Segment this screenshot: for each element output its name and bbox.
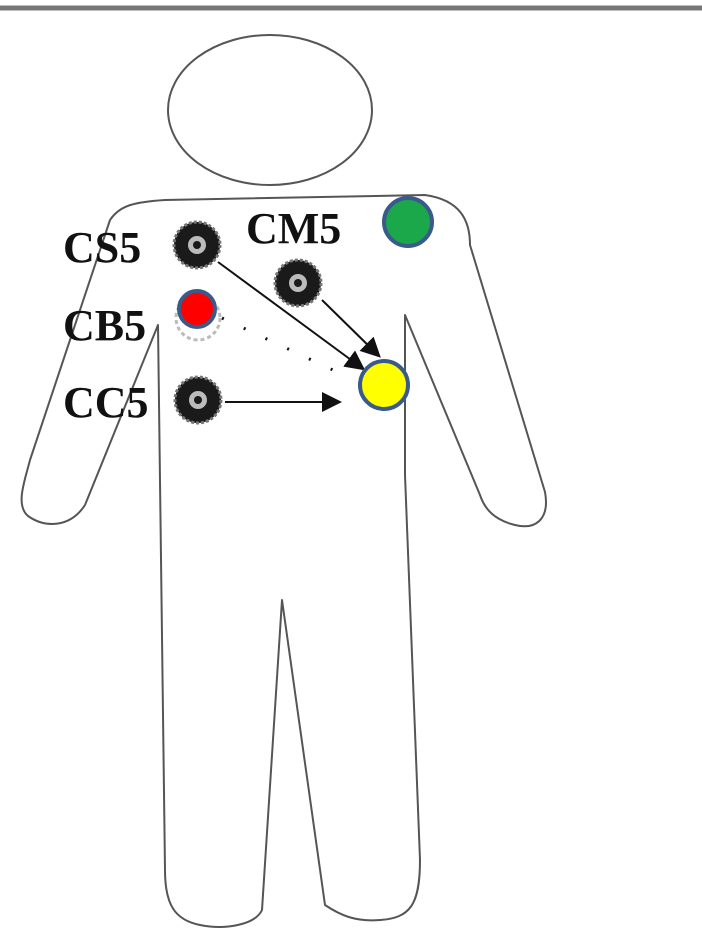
label-cs5: CS5 (63, 223, 141, 272)
arrow-cm5 (322, 300, 378, 355)
label-cc5: CC5 (63, 378, 149, 427)
label-cb5: CB5 (63, 301, 146, 350)
electrode-cm5-icon (275, 260, 321, 306)
electrode-cc5-icon (175, 377, 221, 423)
red-dot-marker (179, 291, 215, 327)
label-cm5: CM5 (246, 204, 341, 253)
head-outline (168, 35, 372, 185)
electrode-cs5-icon (174, 222, 220, 268)
green-dot-marker (384, 198, 432, 246)
arrow-cb5-dotted (222, 318, 350, 378)
yellow-dot-marker (360, 361, 408, 409)
